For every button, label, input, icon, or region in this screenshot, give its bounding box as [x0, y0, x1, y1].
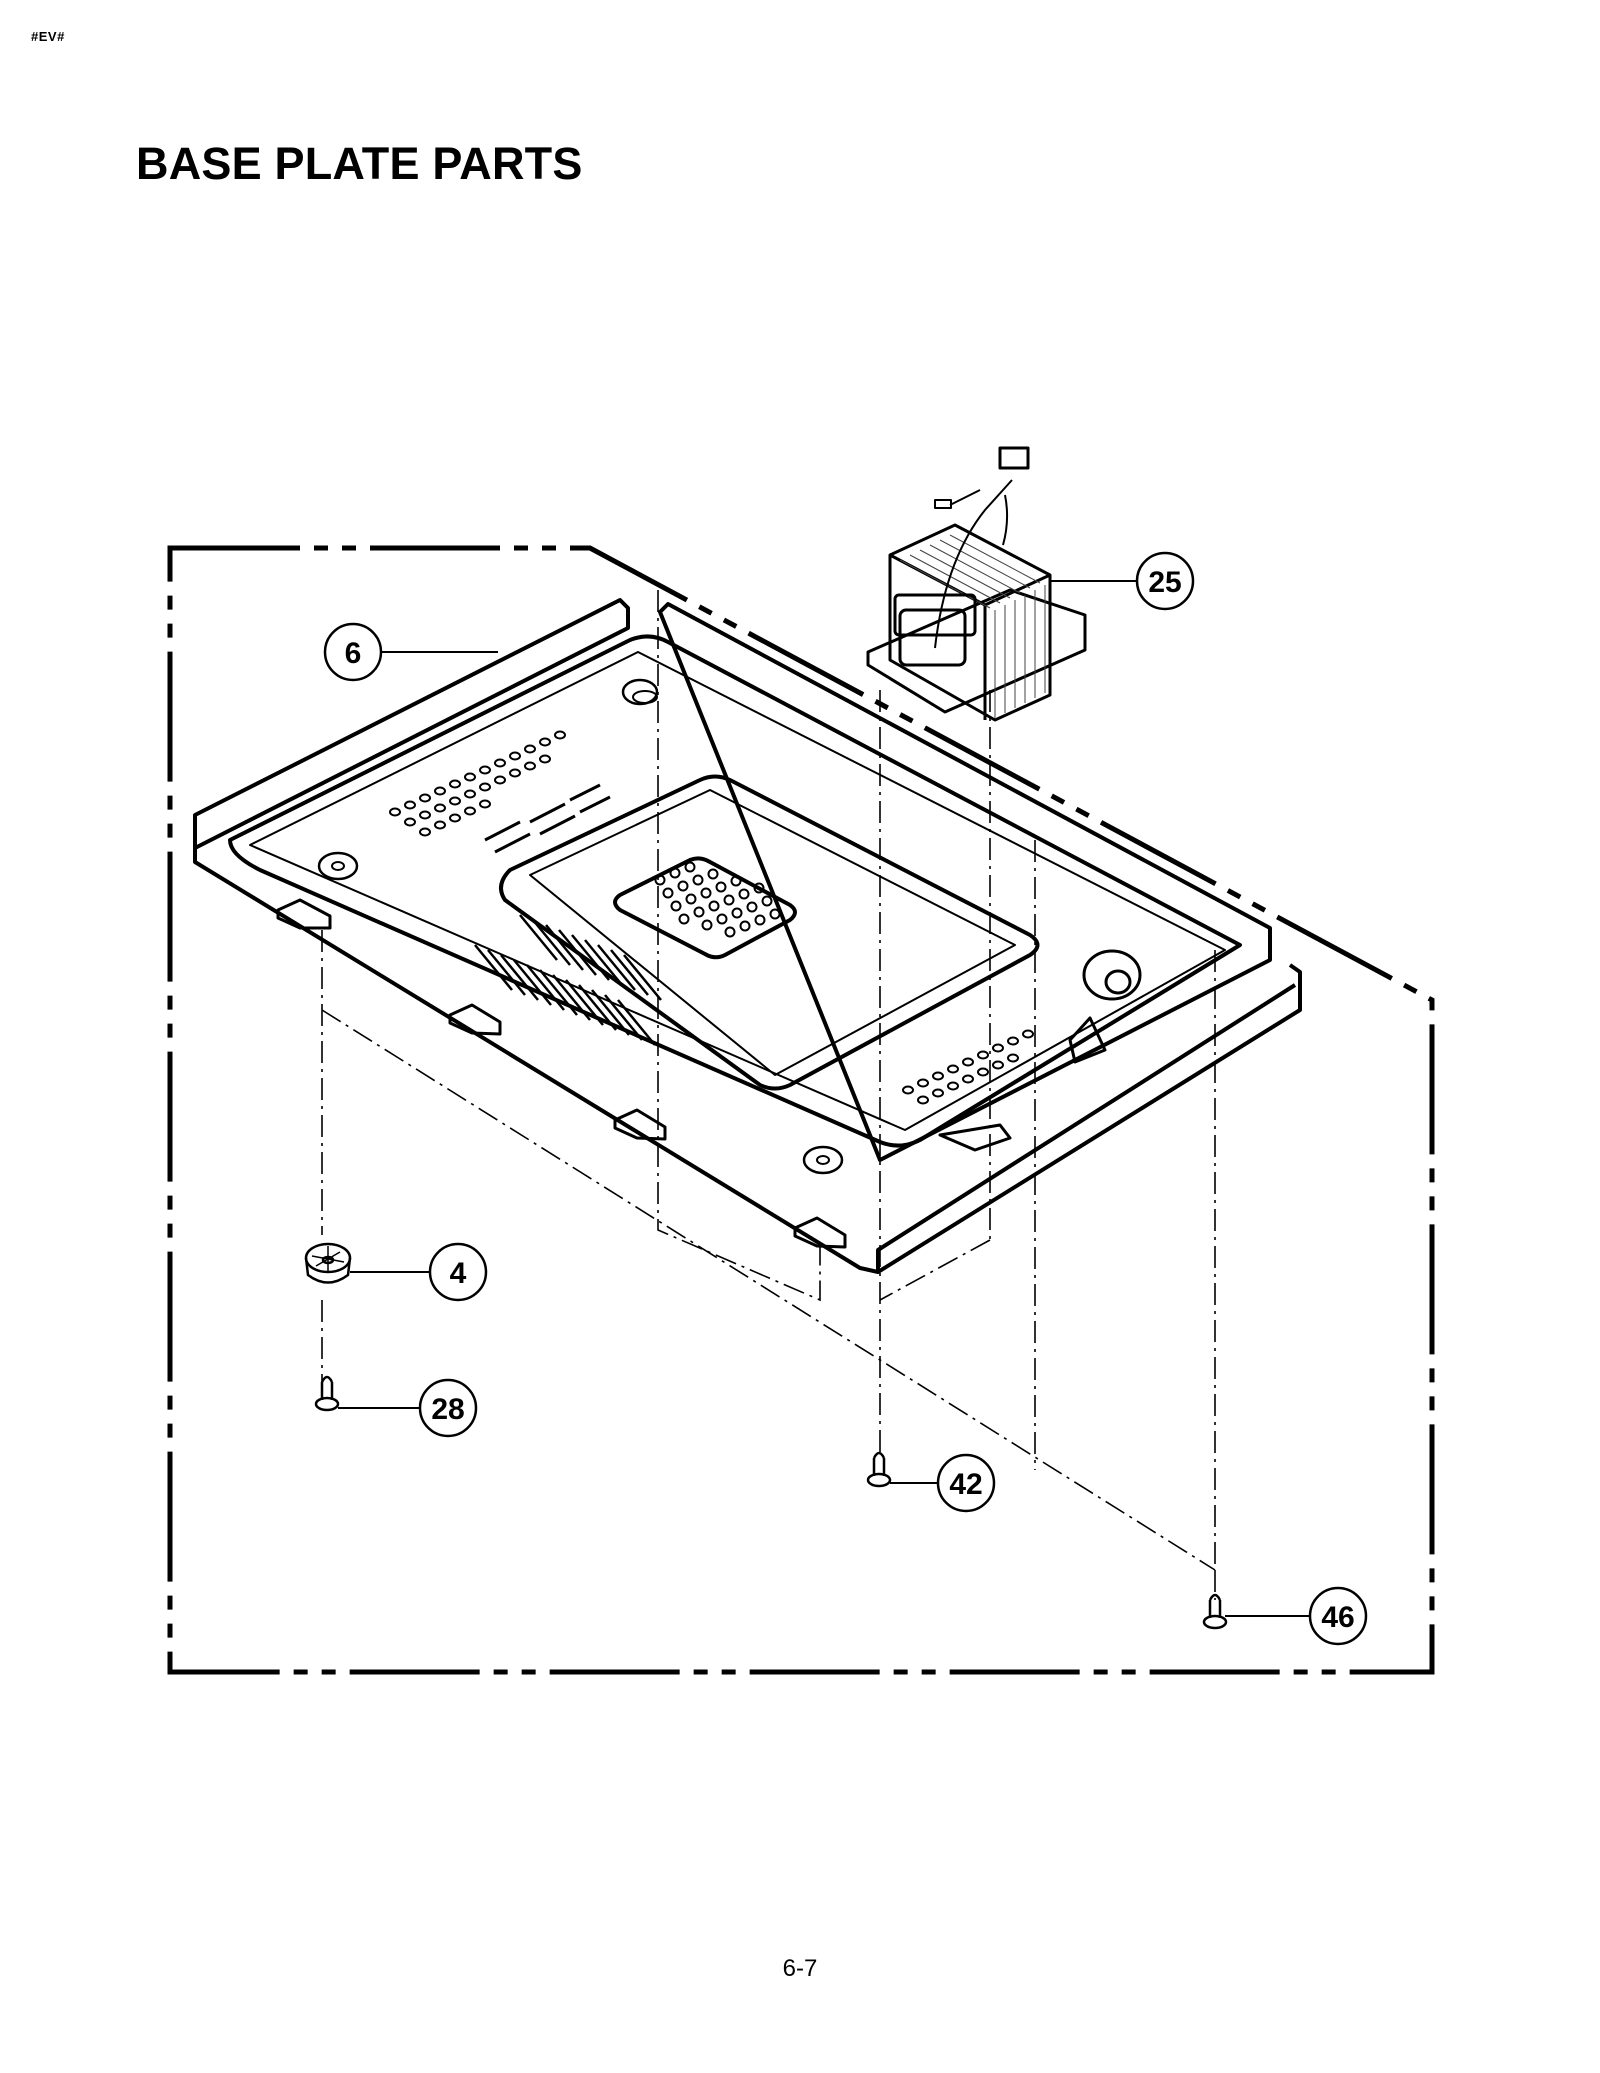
callout-28: 28	[418, 1378, 478, 1438]
callout-46: 46	[1308, 1586, 1368, 1646]
screws-drawing	[314, 1375, 1228, 1630]
base-plate-drawing	[193, 598, 1302, 1274]
callout-6: 6	[323, 622, 383, 682]
callout-46-label: 46	[1321, 1601, 1354, 1634]
callout-4-label: 4	[450, 1257, 467, 1290]
callout-42: 42	[936, 1453, 996, 1513]
callout-42-label: 42	[949, 1468, 982, 1501]
transformer-drawing	[866, 446, 1087, 722]
screw-46-drawing	[1202, 1593, 1228, 1630]
foot-drawing	[304, 1242, 352, 1284]
callout-25-label: 25	[1148, 566, 1181, 599]
document-code: #EV#	[31, 29, 65, 44]
screw-28-drawing	[314, 1375, 340, 1412]
projection-lines	[321, 590, 1216, 1600]
page-number: 6-7	[782, 1955, 818, 1982]
callout-6-label: 6	[345, 637, 362, 670]
assembly-boundary-frame	[167, 545, 1435, 1675]
callout-25: 25	[1135, 551, 1195, 611]
screw-42-drawing	[866, 1451, 892, 1488]
callout-leaders	[338, 580, 1310, 1617]
callout-4: 4	[428, 1242, 488, 1302]
page-title: BASE PLATE PARTS	[136, 138, 583, 189]
callout-28-label: 28	[431, 1393, 464, 1426]
